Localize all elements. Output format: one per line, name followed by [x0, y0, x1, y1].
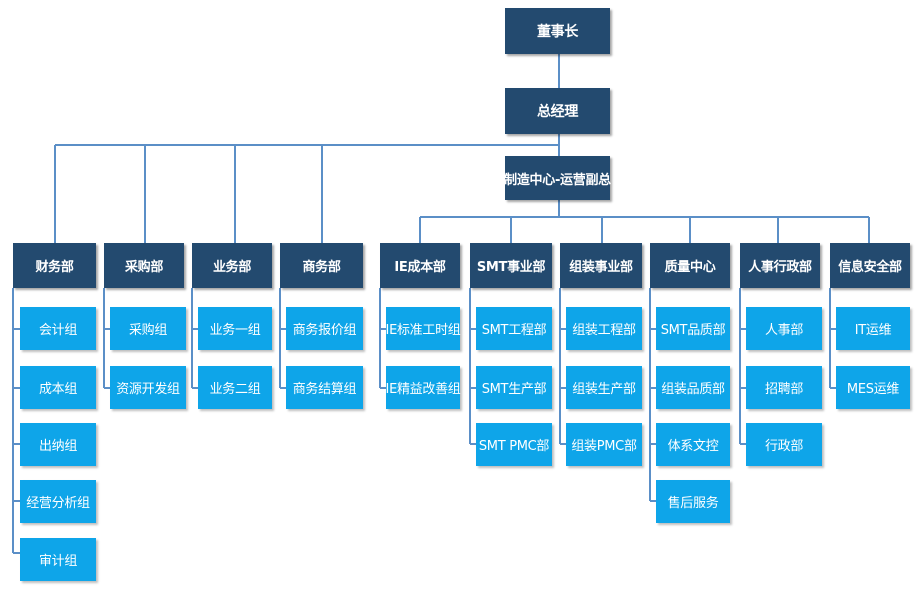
team-audit: 审计组 [20, 538, 96, 581]
general-manager-box: 总经理 [505, 88, 610, 134]
team-smt-production: SMT生产部 [476, 366, 552, 409]
team-smt-pmc: SMT PMC部 [476, 423, 552, 466]
team-sales-2: 业务二组 [198, 366, 272, 409]
dept-sales: 业务部 [192, 243, 272, 288]
team-accounting: 会计组 [20, 307, 96, 350]
team-hr: 人事部 [746, 307, 822, 350]
dept-smt: SMT事业部 [470, 243, 552, 288]
vp-manufacturing-box: 制造中心-运营副总 [504, 156, 611, 200]
team-ie-lean: IE精益改善组 [386, 366, 461, 409]
team-sales-1: 业务一组 [198, 307, 272, 350]
team-smt-quality: SMT品质部 [656, 307, 730, 350]
team-settlement: 商务结算组 [286, 366, 363, 409]
team-assembly-quality: 组装品质部 [656, 366, 730, 409]
team-resource-dev: 资源开发组 [110, 366, 186, 409]
team-procurement: 采购组 [110, 307, 186, 350]
dept-quality: 质量中心 [650, 243, 730, 288]
dept-finance: 财务部 [13, 243, 96, 288]
dept-commerce: 商务部 [280, 243, 363, 288]
team-after-sales: 售后服务 [656, 480, 730, 523]
team-ie-standard-time: IE标准工时组 [386, 307, 461, 350]
team-mes-ops: MES运维 [836, 366, 910, 409]
team-document-control: 体系文控 [656, 423, 730, 466]
dept-purchasing: 采购部 [104, 243, 184, 288]
team-it-ops: IT运维 [836, 307, 910, 350]
team-business-analysis: 经营分析组 [20, 480, 96, 523]
team-quotation: 商务报价组 [286, 307, 363, 350]
team-cashier: 出纳组 [20, 423, 96, 466]
team-cost: 成本组 [20, 366, 96, 409]
dept-hr-admin: 人事行政部 [740, 243, 820, 288]
team-administration: 行政部 [746, 423, 822, 466]
dept-infosec: 信息安全部 [830, 243, 910, 288]
team-smt-engineering: SMT工程部 [476, 307, 552, 350]
dept-ie-cost: IE成本部 [380, 243, 460, 288]
team-assembly-engineering: 组装工程部 [566, 307, 642, 350]
team-assembly-pmc: 组装PMC部 [566, 423, 642, 466]
team-recruitment: 招聘部 [746, 366, 822, 409]
chairman-box: 董事长 [505, 8, 610, 54]
dept-assembly: 组装事业部 [560, 243, 642, 288]
team-assembly-production: 组装生产部 [566, 366, 642, 409]
